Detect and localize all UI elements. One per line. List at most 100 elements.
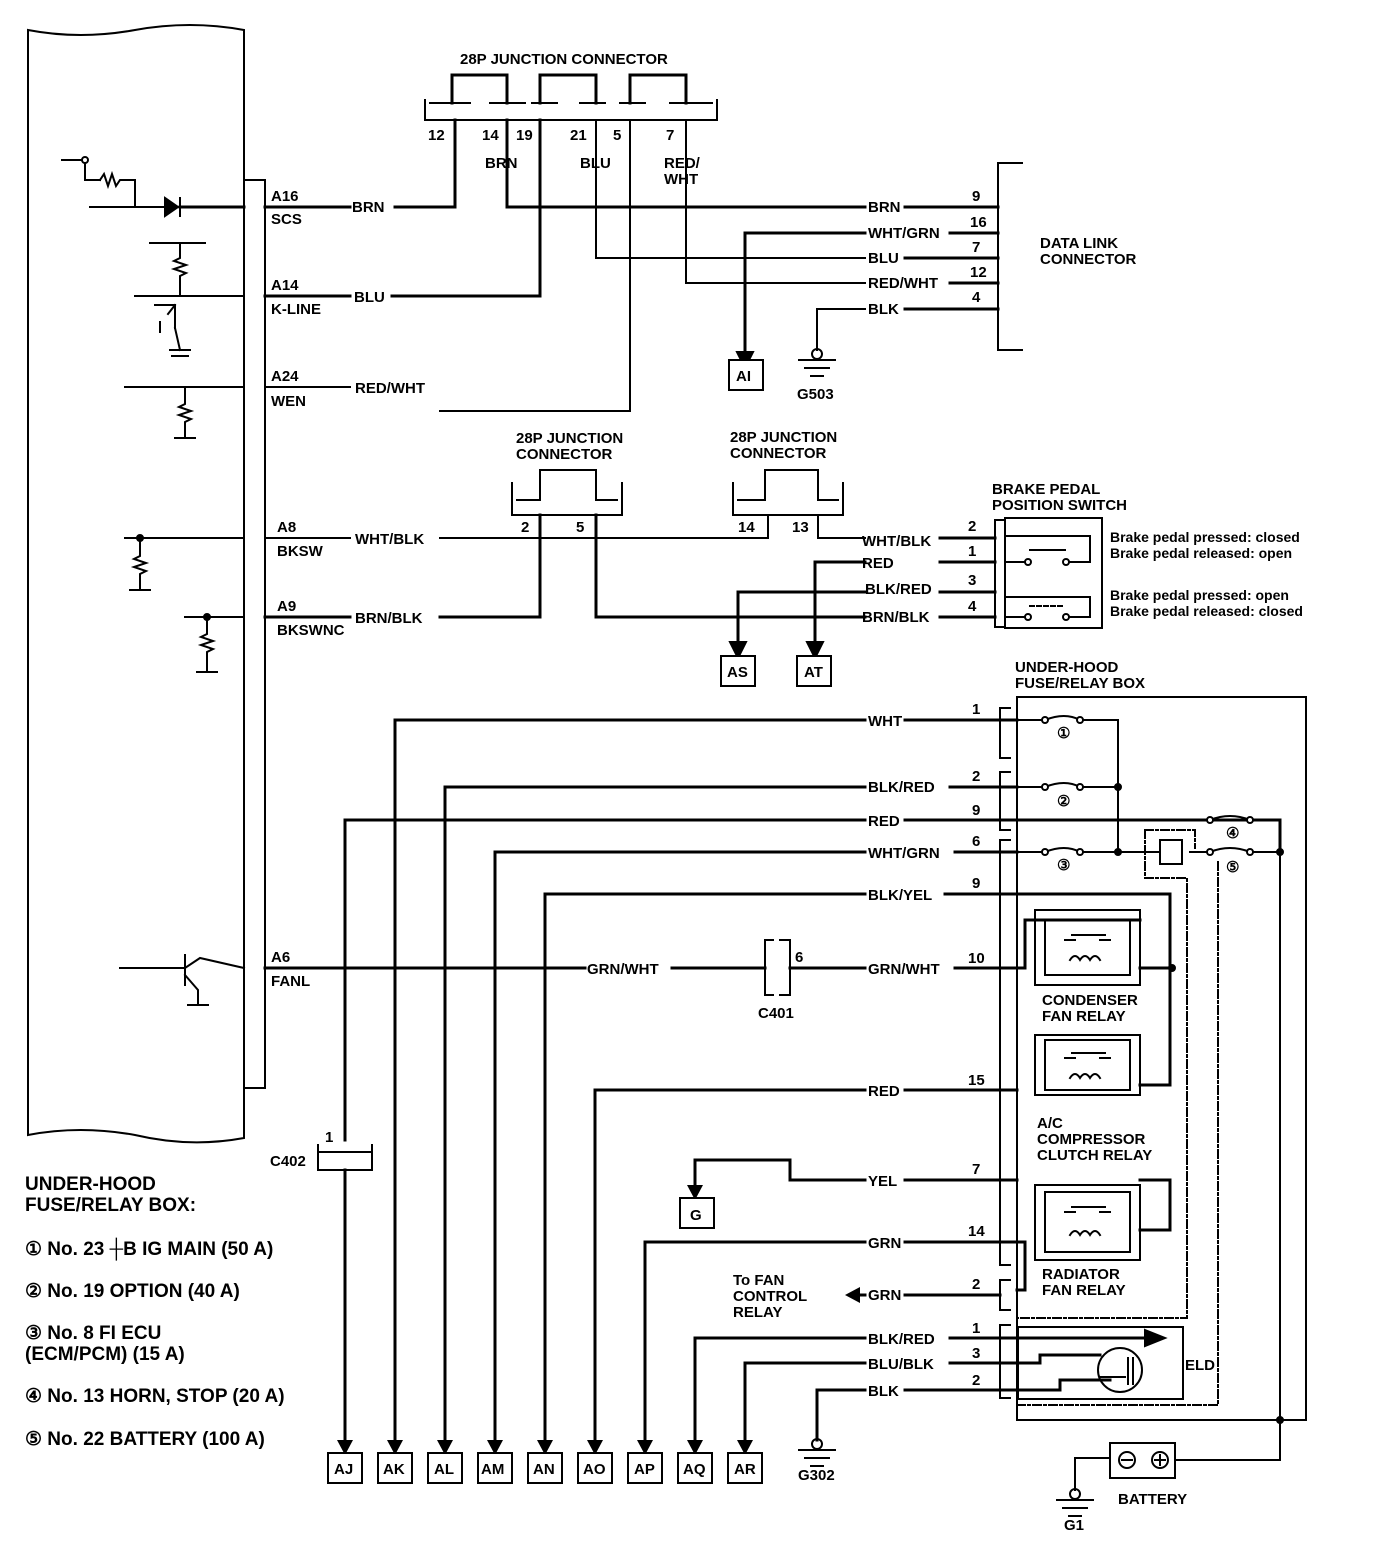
relay-label: COMPRESSOR [1037,1131,1146,1148]
ref-box-label: AL [434,1461,454,1478]
pin-number: 2 [972,1276,980,1293]
junction-connector-title: 28P JUNCTION [516,430,623,447]
ecm-block [27,24,266,1144]
pin-number: 5 [613,127,621,144]
switch-note: Brake pedal released: closed [1110,603,1303,619]
ref-box-label: AN [533,1461,555,1478]
ecm-signal-label: K-LINE [271,301,321,318]
pin-number: 1 [972,701,980,718]
wire-color-label: RED [868,1083,900,1100]
pin-number: 1 [325,1129,333,1146]
connector-label: C402 [270,1153,306,1170]
wire-color-label: BRN/BLK [355,610,423,627]
ecm-internal-circuits [61,156,246,1006]
pin-number: 5 [576,519,584,536]
under-hood-box [343,696,1307,1452]
ecm-signal-label: SCS [271,211,302,228]
legend-title: UNDER-HOOD [25,1174,156,1195]
ecm-signal-label: BKSWNC [277,622,345,639]
fuse-box-pin-labels: 1 2 9 6 9 10 15 7 14 2 1 3 2 [968,701,985,1389]
relay-label: A/C [1037,1115,1063,1132]
legend-item: ④ No. 13 HORN, STOP (20 A) [25,1386,285,1407]
relay-label: CLUTCH RELAY [1037,1147,1152,1164]
fan-control-label: To FAN [733,1272,784,1289]
pin-number: 7 [972,239,980,256]
pin-number: 3 [972,1345,980,1362]
pin-number: 2 [972,768,980,785]
ref-box-label: AJ [334,1461,353,1478]
ecm-pin-label: A14 [271,277,299,294]
wire-color-label: WHT [868,713,902,730]
junction-connector-top [424,73,867,284]
ecm-signal-label: WEN [271,393,306,410]
legend-item: ② No. 19 OPTION (40 A) [25,1281,240,1302]
pin-number: 2 [968,518,976,535]
legend-item: (ECM/PCM) (15 A) [25,1344,185,1365]
switch-note: Brake pedal pressed: open [1110,587,1289,603]
ref-box-label: AK [383,1461,405,1478]
junction-connector-title: CONNECTOR [516,446,613,463]
battery-label: BATTERY [1118,1491,1187,1508]
wire-color-label: BRN/BLK [862,609,930,626]
pin-number: 6 [972,833,980,850]
wire-color-label: BLK [868,301,899,318]
wire-color-label: RED/WHT [868,275,938,292]
fuse-label: ③ [1057,857,1070,874]
pin-number: 1 [972,1320,980,1337]
wire-color-label: BRN [485,155,518,172]
ref-box-label: AR [734,1461,756,1478]
wire-color-label: WHT/BLK [355,531,424,548]
ground-label: G503 [797,386,834,403]
pin-number: 14 [738,519,755,536]
wire-color-label: BRN [868,199,901,216]
fan-control-label: RELAY [733,1304,782,1321]
eld-label: ELD [1185,1357,1215,1374]
wire-color-label: YEL [868,1173,897,1190]
wire-color-label: RED/WHT [355,380,425,397]
bottom-ref-labels: AJ AK AL AM AN AO AP AQ AR [334,1461,756,1478]
wire-color-label: RED [862,555,894,572]
brake-switch-title: POSITION SWITCH [992,497,1127,514]
pin-number: 12 [970,264,987,281]
wire-color-label: GRN [868,1235,901,1252]
pin-number: 7 [666,127,674,144]
fan-control-label: CONTROL [733,1288,807,1305]
wire-color-label: WHT/GRN [868,225,940,242]
ecm-terminal-wires [263,118,769,970]
ground-label: G1 [1064,1517,1084,1534]
pin-number: 1 [968,543,976,560]
pin-number: 13 [792,519,809,536]
pin-number: 19 [516,127,533,144]
inline-connectors [317,939,791,1171]
pin-number: 3 [968,572,976,589]
ecm-pin-label: A16 [271,188,299,205]
ground-label: G302 [798,1467,835,1484]
data-link-connector [728,162,1023,391]
pin-number: 14 [482,127,499,144]
pin-number: 2 [972,1372,980,1389]
pin-number: 21 [570,127,587,144]
connector-label: C401 [758,1005,794,1022]
wire-color-label: BLK/RED [865,581,932,598]
dlc-title: DATA LINK [1040,235,1118,252]
ref-box-label: AO [583,1461,606,1478]
legend-item: ③ No. 8 FI ECU [25,1323,161,1344]
ecm-pin-label: A9 [277,598,296,615]
wire-color-label: RED [868,813,900,830]
pin-number: 15 [968,1072,985,1089]
pin-number: 14 [968,1223,985,1240]
junction-connector-title: 28P JUNCTION CONNECTOR [460,51,668,68]
ref-box-label: AQ [683,1461,706,1478]
ecm-signal-label: FANL [271,973,310,990]
fuse-label: ⑤ [1226,859,1239,876]
wire-color-label: BLK/RED [868,1331,935,1348]
brake-pedal-switch [720,517,1103,687]
wire-color-label: BLK/YEL [868,887,932,904]
ref-box-label: AP [634,1461,655,1478]
pin-number: 12 [428,127,445,144]
pin-number: 7 [972,1161,980,1178]
ecm-pin-label: A24 [271,368,299,385]
wire-color-label: BLU [580,155,611,172]
legend-title: FUSE/RELAY BOX: [25,1195,196,1216]
